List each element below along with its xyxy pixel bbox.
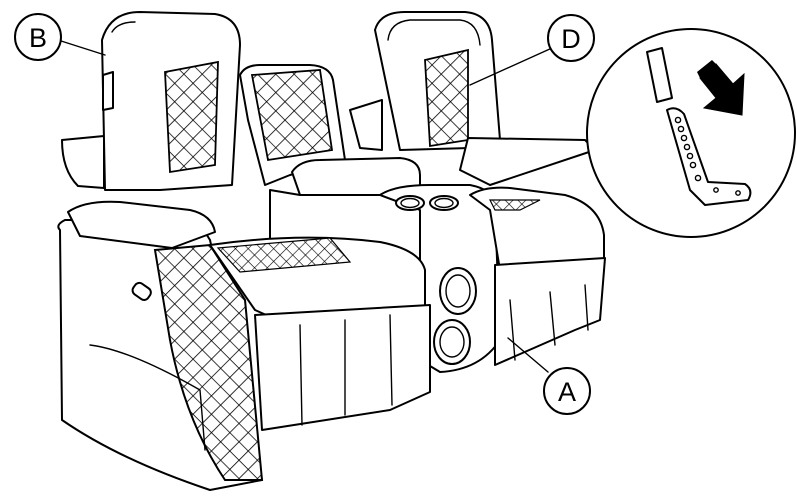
callout-d-label: D xyxy=(561,24,581,54)
callout-b: B xyxy=(14,13,62,61)
center-console xyxy=(379,184,501,373)
callout-d-leader xyxy=(469,47,553,86)
callout-a-leader xyxy=(507,337,549,373)
callout-d: D xyxy=(547,14,595,62)
recline-button xyxy=(131,281,152,301)
callout-a: A xyxy=(543,367,591,415)
right-seat-back xyxy=(349,11,596,186)
mechanism-bar xyxy=(666,107,752,206)
left-armrest xyxy=(67,200,216,249)
callout-b-label: B xyxy=(29,23,47,53)
left-seat-base xyxy=(57,200,431,491)
right-seat-base xyxy=(469,186,606,366)
callout-a-label: A xyxy=(558,377,576,407)
left-seat-back xyxy=(61,11,241,191)
mechanism-detail-inset xyxy=(586,28,796,238)
callout-b-leader xyxy=(57,39,106,56)
bracket-piece xyxy=(646,47,673,103)
down-right-arrow-icon xyxy=(697,60,745,116)
